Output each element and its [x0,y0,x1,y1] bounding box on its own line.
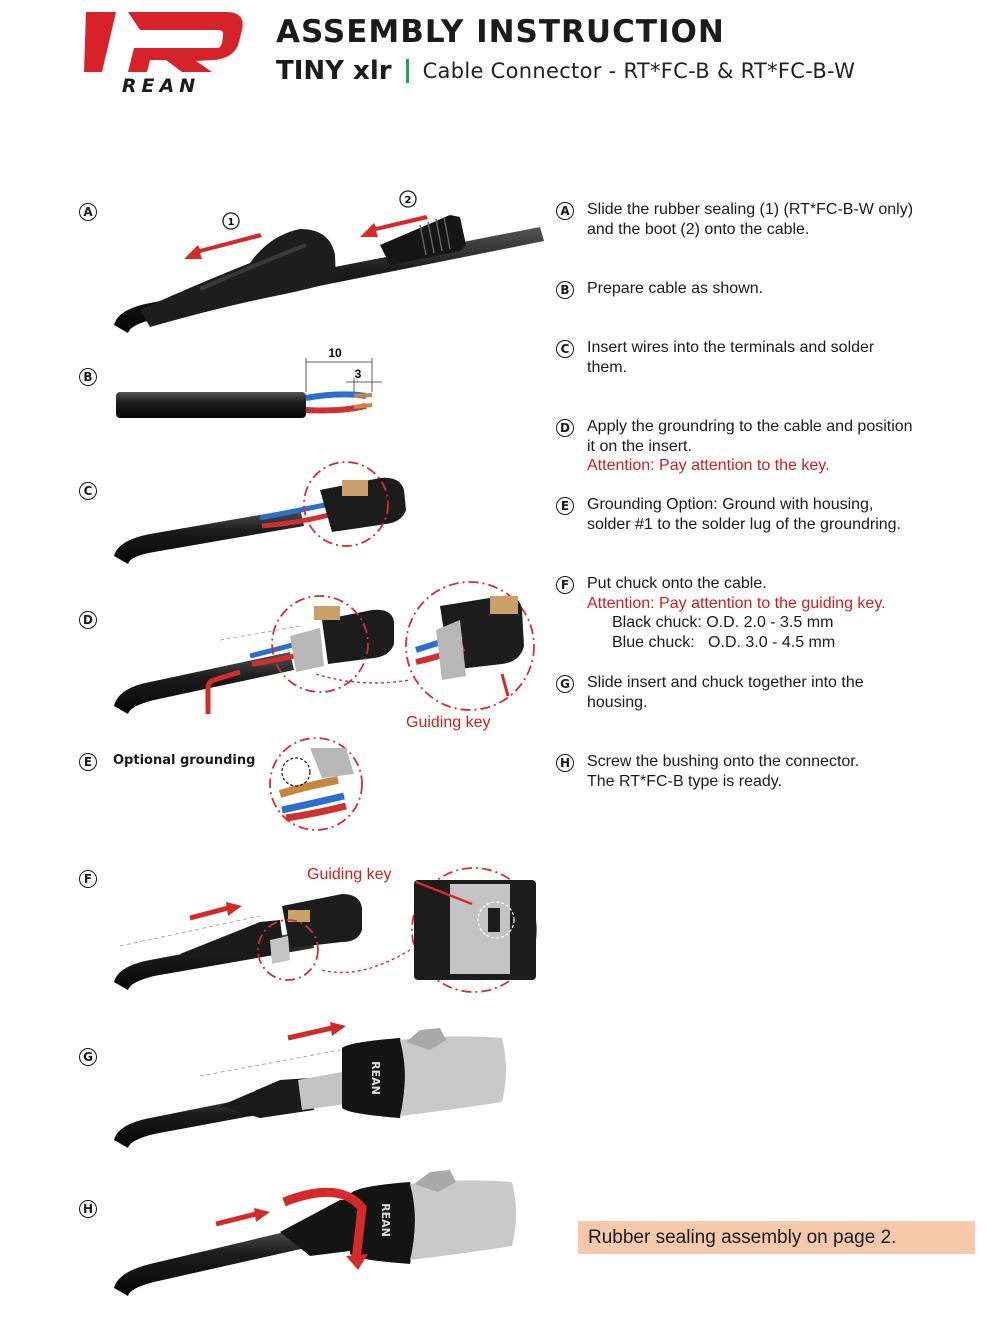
instruction-c-line-2: them. [587,358,628,376]
instruction-g-line-2: housing. [587,693,648,711]
separator-bar [405,59,409,83]
instruction-marker-c: C [556,340,574,358]
figure-d-groundring [114,581,535,714]
instruction-d-attention: Attention: Pay attention to the key. [587,457,830,475]
step-marker-d: D [79,611,97,629]
step-marker-b: B [79,368,97,386]
instruction-f-spec-blue: Blue chuck: O.D. 3.0 - 4.5 mm [612,633,836,651]
step-marker-h: H [79,1200,97,1218]
instruction-e-line-2: solder #1 to the solder lug of the groun… [587,515,901,533]
figure-g-housing: REAN [114,1022,506,1148]
page-2-note: Rubber sealing assembly on page 2. [578,1221,975,1254]
product-name: TINY xlr [276,56,392,86]
step-marker-c: C [79,482,97,500]
instruction-h-line-2: The RT*FC-B type is ready. [587,772,783,790]
instruction-d-line-1: Apply the groundring to the cable and po… [587,418,913,435]
guiding-key-label-f: Guiding key [307,866,392,883]
instruction-marker-h: H [556,754,574,772]
guiding-key-label-d: Guiding key [406,714,491,731]
product-description: Cable Connector - RT*FC-B & RT*FC-B-W [422,59,856,83]
figure-a-boot-and-seal: 1 2 [114,190,544,333]
instruction-marker-a: A [556,202,574,220]
housing-brand-h: REAN [379,1203,392,1237]
instruction-marker-f: F [556,576,574,594]
optional-grounding-label: Optional grounding [113,753,256,768]
figure-f-chuck [114,867,537,993]
instruction-marker-b: B [556,281,574,299]
subtitle-row: TINY xlr Cable Connector - RT*FC-B & RT*… [276,56,855,86]
figure-c-solder-wires [114,461,406,564]
instruction-g-line-1: Slide insert and chuck together into the [587,674,864,691]
dim-10-label: 10 [328,346,342,360]
logo-wordmark: REAN [122,75,200,94]
instruction-b-line-1: Prepare cable as shown. [587,280,764,297]
page-title: ASSEMBLY INSTRUCTION [276,14,725,50]
instruction-d-line-2: it on the insert. [587,437,692,455]
instruction-f-attention: Attention: Pay attention to the guiding … [587,594,886,612]
step-marker-e: E [79,753,97,771]
rean-logo: REAN [84,12,243,94]
instruction-e-line-1: Grounding Option: Ground with housing, [587,496,874,513]
dim-3-label: 3 [355,367,362,381]
arrow-label-1: 1 [228,217,235,228]
step-marker-g: G [79,1048,97,1066]
instruction-marker-e: E [556,497,574,515]
instruction-h-line-1: Screw the bushing onto the connector. [587,753,860,770]
instruction-marker-d: D [556,419,574,437]
housing-brand-g: REAN [369,1061,382,1095]
instruction-f-line-1: Put chuck onto the cable. [587,575,767,592]
instruction-f-spec-black: Black chuck: O.D. 2.0 - 3.5 mm [612,614,834,632]
instruction-a-line-1: Slide the rubber sealing (1) (RT*FC-B-W … [587,201,914,218]
instruction-c-line-1: Insert wires into the terminals and sold… [587,339,875,356]
figure-b-cable-prep: 10 3 [116,346,382,418]
instruction-marker-g: G [556,675,574,693]
figure-h-bushing: REAN [114,1170,516,1296]
step-marker-f: F [79,870,97,888]
instruction-a-line-2: and the boot (2) onto the cable. [587,220,810,238]
figure-e-optional-grounding [269,737,363,831]
step-marker-a: A [79,203,97,221]
arrow-label-2: 2 [405,195,412,206]
